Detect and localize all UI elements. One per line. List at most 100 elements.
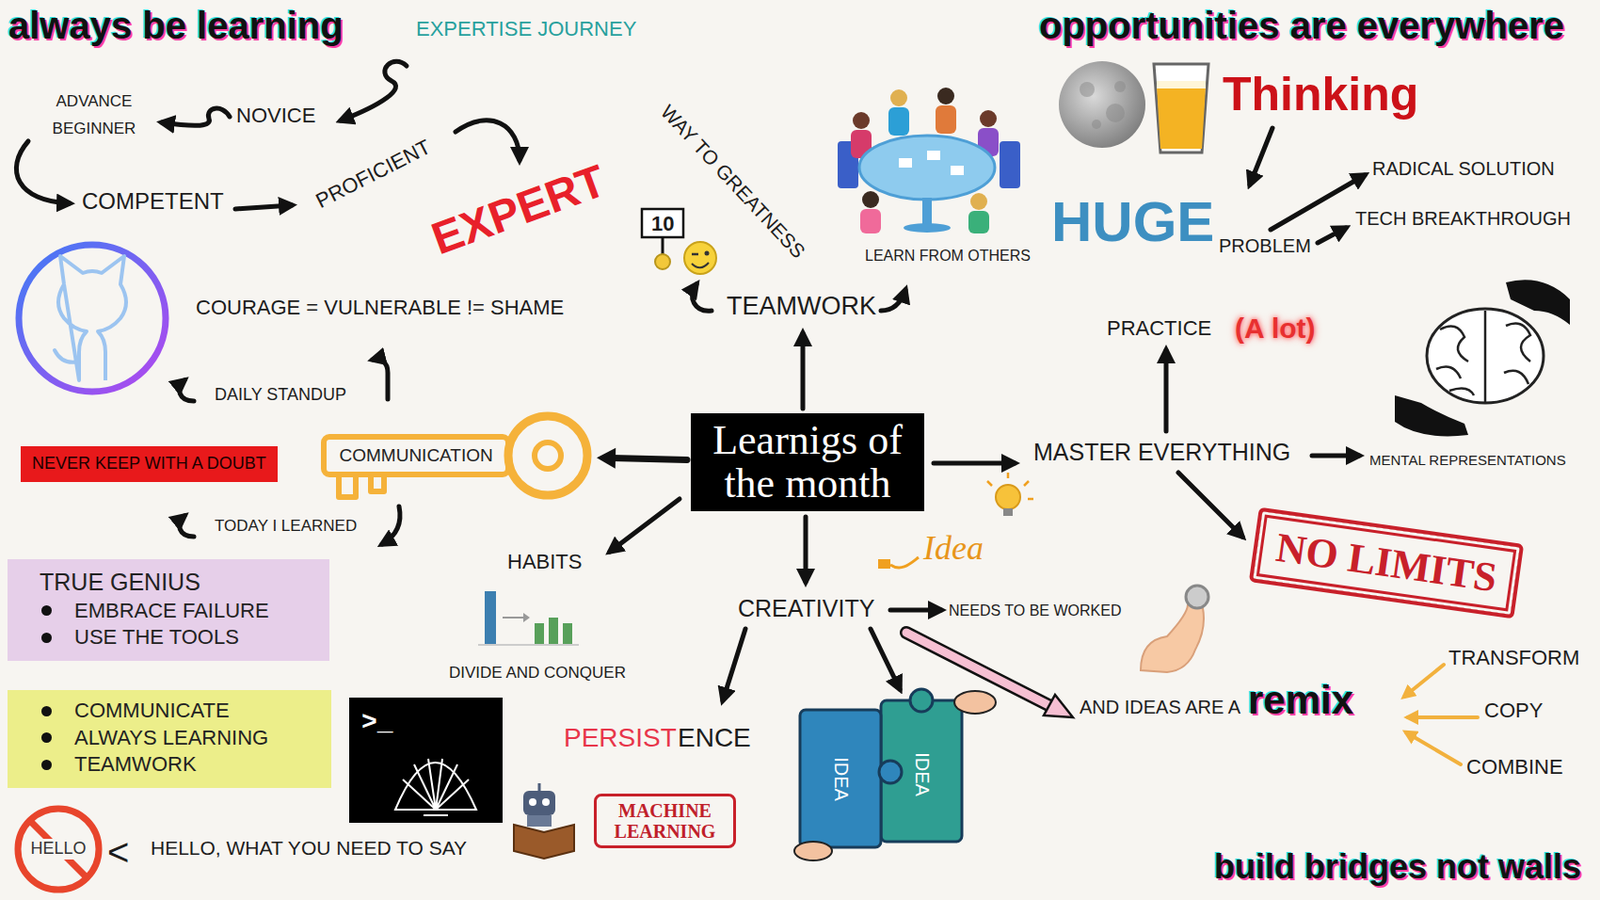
note-band: COMMUNICATEALWAYS LEARNINGTEAMWORK	[7, 689, 332, 788]
puzzle-label: IDEA	[829, 756, 851, 801]
stage-label: COMPETENT	[81, 188, 224, 215]
band-item: COMMUNICATE	[74, 697, 230, 725]
band-item: TEAMWORK	[74, 751, 197, 779]
connector-arrow	[596, 448, 688, 469]
habits-chart	[534, 623, 544, 644]
idea-bulb	[878, 559, 891, 569]
scribble-arrow	[455, 120, 520, 160]
scribble-arrow	[800, 333, 806, 409]
practice-label: DAILY STANDUP	[214, 384, 347, 405]
flexed-arm	[1140, 585, 1209, 672]
team-meeting	[837, 87, 1021, 234]
note-band: TRUE GENIUSEMBRACE FAILUREUSE THE TOOLS	[7, 559, 330, 661]
moon	[1105, 103, 1125, 123]
key-shape: COMMUNICATION	[320, 402, 593, 507]
crossed-text: HELLO	[28, 838, 88, 860]
topic-label: TEAMWORK	[726, 291, 877, 321]
team-meeting	[937, 87, 955, 105]
no-sign: HELLO	[13, 803, 104, 895]
scribble-arrow	[16, 141, 70, 204]
bullet-dot	[41, 759, 52, 770]
score-sign	[691, 262, 709, 268]
scribble-arrow	[1164, 350, 1169, 432]
comparison-sign: <	[107, 830, 129, 874]
moon	[1058, 61, 1146, 148]
bullet-row: ALWAYS LEARNING	[22, 724, 317, 752]
robot-reading	[513, 824, 575, 859]
puzzle-label: IDEA	[910, 752, 932, 797]
bullet-row: COMMUNICATE	[22, 697, 317, 725]
scribble-arrow	[722, 628, 746, 701]
arrow-head	[596, 448, 616, 469]
team-meeting	[890, 89, 908, 107]
idea-script: Idea	[923, 528, 984, 568]
verb-label: COPY	[1484, 698, 1543, 722]
key-shaft	[323, 436, 509, 475]
pink-arrow	[906, 632, 1051, 706]
idea-bulb	[1003, 508, 1013, 516]
keyword: Thinking	[1222, 67, 1419, 123]
github-logo	[18, 244, 166, 392]
terminal-icon	[349, 697, 503, 823]
orange-arrow	[1404, 664, 1444, 697]
flexed-arm	[1140, 604, 1204, 672]
bullet-row: USE THE TOOLS	[22, 624, 315, 652]
scribble-arrow	[235, 205, 292, 209]
scribble-arrow	[933, 461, 1015, 466]
team-meeting	[950, 165, 964, 176]
topic-label: PERSIST	[563, 722, 677, 753]
stamp-box: NO LIMITS	[1248, 507, 1524, 620]
band-item: EMBRACE FAILURE	[74, 597, 270, 625]
puzzle-pieces	[910, 688, 933, 712]
scribble-arrow	[870, 628, 900, 689]
scribble-arrow	[1249, 128, 1273, 185]
flexed-arm	[1185, 585, 1209, 608]
no-sign-ring	[17, 808, 99, 890]
band-item: USE THE TOOLS	[74, 624, 240, 652]
outcome-label: RADICAL SOLUTION	[1372, 158, 1555, 180]
scribble-arrow	[382, 506, 400, 544]
bullet-row: TEAMWORK	[22, 751, 317, 779]
moon	[1079, 81, 1095, 97]
scribble-arrow	[890, 608, 942, 613]
idea-bulb	[987, 472, 1034, 499]
robot-reading	[542, 798, 550, 806]
drink-glass	[1156, 80, 1206, 89]
topic-label: HABITS	[507, 549, 582, 574]
score-sign	[641, 208, 684, 238]
score-number: 10	[651, 211, 674, 236]
stage-label: NOVICE	[236, 103, 316, 128]
team-meeting	[860, 208, 881, 234]
note-label: AND IDEAS ARE A	[1079, 696, 1241, 719]
central-topic: Learnigs of the month	[690, 413, 925, 512]
box-text: NEVER KEEP WITH A DOUBT	[32, 453, 267, 475]
path-label: WAY TO GREATNESS	[656, 100, 810, 263]
puzzle-pieces	[794, 688, 996, 861]
team-meeting	[922, 197, 932, 226]
scribble-arrow	[1317, 227, 1346, 243]
note-label: HELLO, WHAT YOU NEED TO SAY	[150, 836, 467, 860]
puzzle-pieces	[794, 841, 832, 861]
idea-bulb	[995, 484, 1021, 510]
team-meeting	[935, 105, 957, 134]
scribble-arrow	[340, 61, 407, 121]
topic-label: MENTAL REPRESENTATIONS	[1369, 451, 1567, 468]
emphasis-label: (A lot)	[1234, 312, 1316, 346]
habits-chart	[562, 623, 573, 644]
pink-arrow	[906, 632, 1073, 718]
section-heading: EXPERTISE JOURNEY	[416, 16, 637, 41]
caption-label: LEARN FROM OTHERS	[864, 247, 1031, 265]
github-logo	[54, 350, 80, 363]
pink-arrow	[1043, 694, 1073, 718]
keyword: PROBLEM	[1218, 235, 1312, 257]
corner-heading: always be learning	[8, 3, 344, 48]
band-item: ALWAYS LEARNING	[74, 724, 269, 752]
moon	[1114, 80, 1126, 93]
practice-label: TODAY I LEARNED	[214, 516, 357, 536]
corner-heading: opportunities are everywhere	[1039, 3, 1565, 48]
bullet-dot	[41, 632, 52, 643]
robot-reading	[538, 783, 542, 791]
team-meeting	[999, 141, 1021, 189]
github-logo	[18, 244, 166, 392]
warning-box: NEVER KEEP WITH A DOUBT	[20, 446, 278, 482]
